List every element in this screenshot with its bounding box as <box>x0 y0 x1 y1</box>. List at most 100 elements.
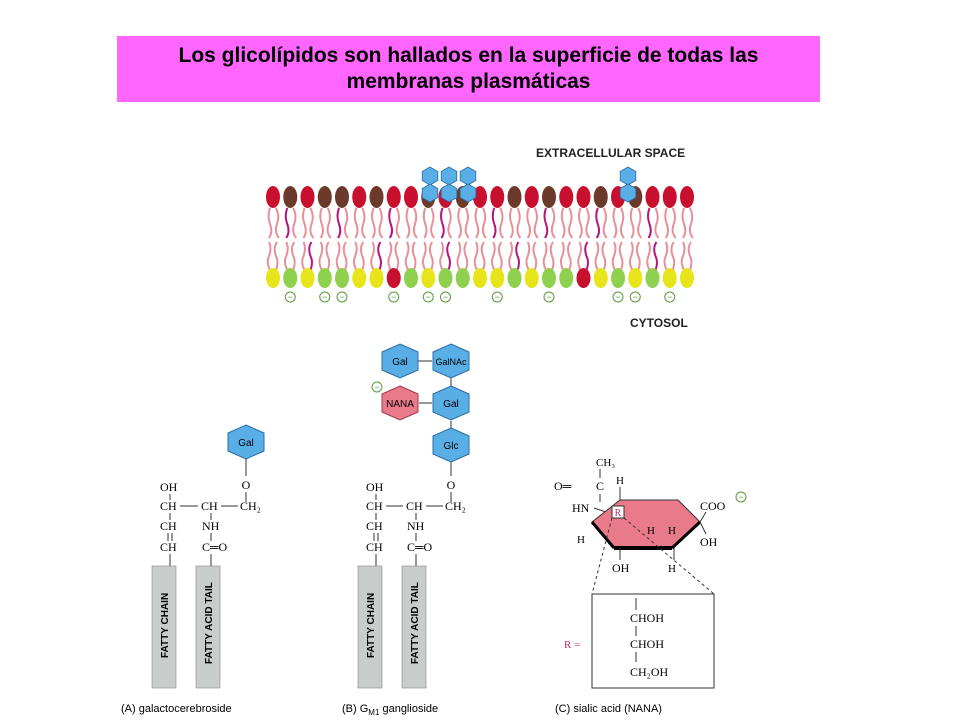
outer-lipid-head <box>680 186 694 208</box>
glc-sugar-label: Glc <box>444 441 459 452</box>
fatty-chain-label: FATTY CHAIN <box>366 593 377 658</box>
sugar-hexagon <box>459 166 477 186</box>
lipid-tail <box>395 207 401 239</box>
sugar-hexagon <box>440 166 458 186</box>
lipid-tail <box>377 241 382 271</box>
lipid-tail <box>577 241 582 271</box>
sugar-hexagon <box>440 183 458 203</box>
lipid-tail <box>594 241 600 271</box>
lipid-tail <box>394 241 400 271</box>
outer-lipid-head <box>266 186 280 208</box>
fatty-chain-bar <box>151 565 177 689</box>
negative-charge-sign: − <box>615 292 620 302</box>
lipid-tail <box>664 207 670 239</box>
negative-charge-sign: − <box>288 292 293 302</box>
ch-group: CH <box>366 540 383 554</box>
lipid-tail <box>618 241 624 271</box>
oh-group: OH <box>366 480 384 494</box>
lipid-tail <box>578 207 583 239</box>
lipid-tail <box>457 207 463 239</box>
fatty-acid-tail-label: FATTY ACID TAIL <box>410 582 421 664</box>
outer-lipid-head <box>283 186 298 208</box>
lipid-tail <box>473 241 479 271</box>
sugar-hexagon <box>459 183 477 203</box>
h-atom: H <box>616 475 624 487</box>
r-group-label: R <box>615 508 622 519</box>
lipid-tail <box>515 241 520 271</box>
lipid-tail <box>663 241 669 271</box>
negative-charge-icon <box>664 291 676 303</box>
negative-charge-sign: − <box>495 292 500 302</box>
lipid-tail <box>463 241 469 271</box>
lipid-tail <box>681 207 687 239</box>
gal-sugar-label: Gal <box>443 399 459 410</box>
gal-sugar-hexagon <box>432 385 470 421</box>
outer-lipid-head <box>404 186 418 208</box>
lipid-tail <box>456 241 462 271</box>
lipid-tail <box>637 207 643 239</box>
lipid-tail <box>290 241 296 271</box>
cytosol-label: CYTOSOL <box>630 316 688 330</box>
lipid-tail <box>411 241 417 271</box>
inner-lipid-head <box>473 268 487 288</box>
lipid-tail <box>342 241 348 271</box>
h-atom: H <box>647 525 655 537</box>
lipid-tail <box>550 207 556 239</box>
negative-charge-sign: − <box>374 382 379 392</box>
negative-charge-icon <box>543 291 555 303</box>
inner-lipid-head <box>559 268 574 288</box>
chain-group: CH₂OH <box>630 665 669 679</box>
inner-lipid-head <box>662 268 677 288</box>
gal-sugar-label: Gal <box>392 357 408 368</box>
negative-charges: −−−−−−−−−−− <box>284 291 676 303</box>
lipid-tail <box>499 207 505 239</box>
r-group-detail-box <box>591 593 715 689</box>
ch-group: CH <box>160 499 177 513</box>
negative-charge-sign: − <box>339 292 344 302</box>
chain-group: CHOH <box>630 611 664 625</box>
lipid-tail <box>628 241 634 271</box>
lipid-tail <box>612 207 618 239</box>
carbonyl-group: C═O <box>407 540 433 554</box>
lipid-tail <box>497 241 503 271</box>
outer-lipid-head <box>335 186 349 208</box>
lipid-tail <box>687 241 693 271</box>
lipid-tail <box>266 241 272 271</box>
lipid-tail <box>318 241 324 271</box>
lipid-tail <box>325 241 331 271</box>
lipid-tail <box>352 241 358 271</box>
lipid-tail <box>319 207 325 239</box>
lipid-tail <box>635 241 641 271</box>
negative-charge-icon <box>440 291 451 303</box>
lipid-tail <box>480 241 486 271</box>
ch-group: CH <box>160 540 177 554</box>
lipid-tail <box>543 207 549 239</box>
inner-lipid-head <box>386 268 401 288</box>
lipid-tail <box>602 207 608 239</box>
negative-charge-sign: − <box>738 492 743 502</box>
lipid-tail <box>629 207 635 239</box>
inner-lipid-head <box>593 268 608 288</box>
inner-lipid-head <box>645 268 660 288</box>
ch-group: CH <box>406 499 423 513</box>
negative-charge-icon <box>612 291 624 303</box>
title-line-1: Los glicolípidos son hallados en la supe… <box>178 44 759 67</box>
lipid-tail <box>387 241 393 271</box>
lipid-tail <box>273 241 279 271</box>
lipid-tail <box>595 207 601 239</box>
lipid-tail <box>542 241 548 271</box>
lipid-tail <box>301 241 306 271</box>
ch-group: CH <box>366 499 383 513</box>
lipid-tail <box>309 207 315 239</box>
lipid-tail <box>370 241 375 271</box>
carbon-atom: C <box>596 479 604 493</box>
inner-lipid-head <box>524 268 539 288</box>
inner-lipid-head <box>369 268 384 288</box>
lipid-tail <box>481 207 487 239</box>
fatty-chain-bar <box>357 565 383 689</box>
lipid-tail <box>654 207 660 239</box>
negative-charge-sign: − <box>546 292 551 302</box>
panel-a-caption: (A) galactocerebroside <box>121 703 232 715</box>
ch-group: CH <box>160 519 177 533</box>
